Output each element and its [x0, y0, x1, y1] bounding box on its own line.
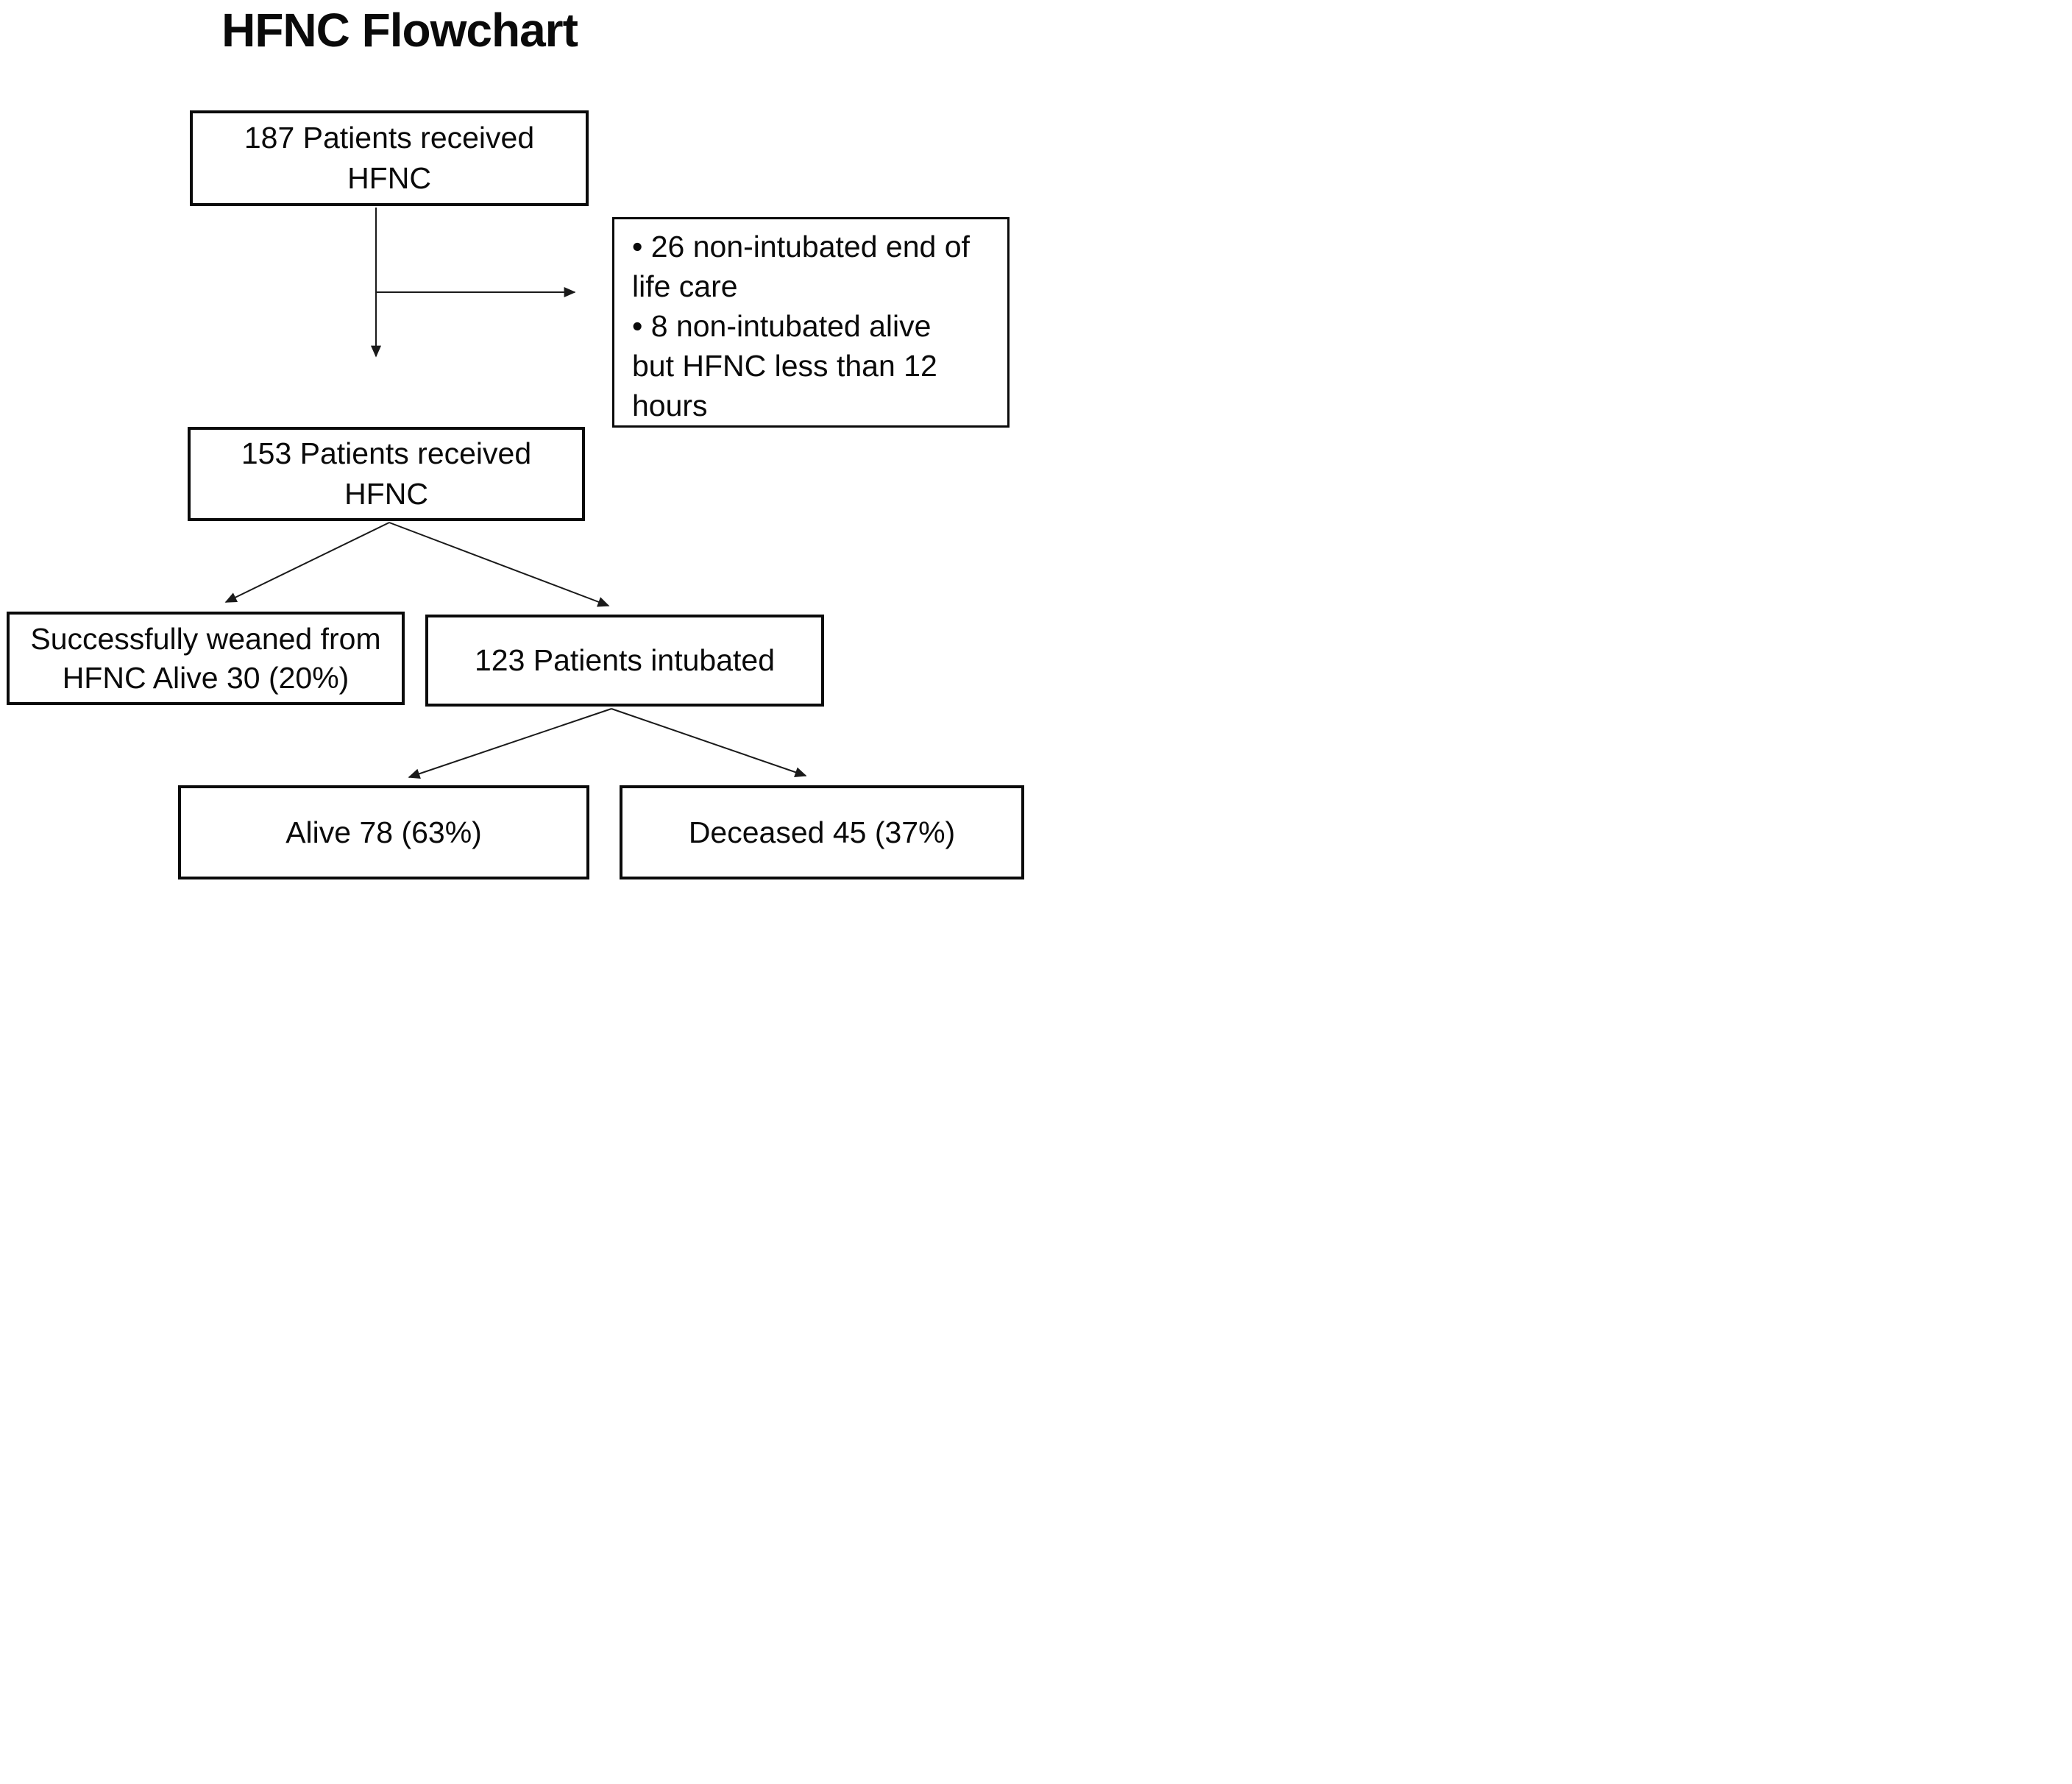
node-received-153: 153 Patients received HFNC: [188, 427, 585, 521]
node-text-line: • 8 non-intubated alive: [632, 309, 932, 343]
node-text-line: 187 Patients received: [244, 121, 535, 155]
node-intubated: 123 Patients intubated: [425, 615, 824, 707]
node-text-line: 153 Patients received: [241, 436, 532, 470]
node-text-line: Successfully weaned from: [30, 621, 381, 656]
node-text-line: but HFNC less than 12: [632, 349, 937, 383]
flow-connectors: [224, 208, 807, 779]
node-text-line: Alive 78 (63%): [285, 815, 482, 849]
connector-153-to-weaned-arrow: [224, 522, 390, 603]
node-deceased: Deceased 45 (37%): [620, 785, 1024, 879]
connector-153-to-intubated-arrow: [388, 522, 610, 607]
node-text-line: HFNC: [344, 477, 428, 511]
node-text-line: • 26 non-intubated end of: [632, 230, 970, 263]
node-text-line: life care: [632, 269, 738, 303]
node-text-line: hours: [632, 389, 708, 422]
connector-intubated-to-deceased-arrow: [611, 708, 807, 777]
node-text-line: HFNC Alive 30 (20%): [62, 660, 350, 695]
node-weaned: Successfully weaned from HFNC Alive 30 (…: [7, 612, 405, 705]
connector-intubated-to-alive-arrow: [408, 708, 612, 779]
node-alive: Alive 78 (63%): [178, 785, 589, 879]
node-received-187: 187 Patients received HFNC: [190, 110, 589, 206]
node-exclusions: • 26 non-intubated end of life care • 8 …: [612, 217, 1010, 428]
node-text-line: HFNC: [347, 161, 431, 195]
diagram-title: HFNC Flowchart: [221, 4, 578, 57]
node-text-line: 123 Patients intubated: [474, 643, 776, 677]
hfnc-flowchart: HFNC Flowchart 187 Patients received HFN…: [0, 0, 1036, 892]
node-text-line: Deceased 45 (37%): [688, 815, 956, 849]
